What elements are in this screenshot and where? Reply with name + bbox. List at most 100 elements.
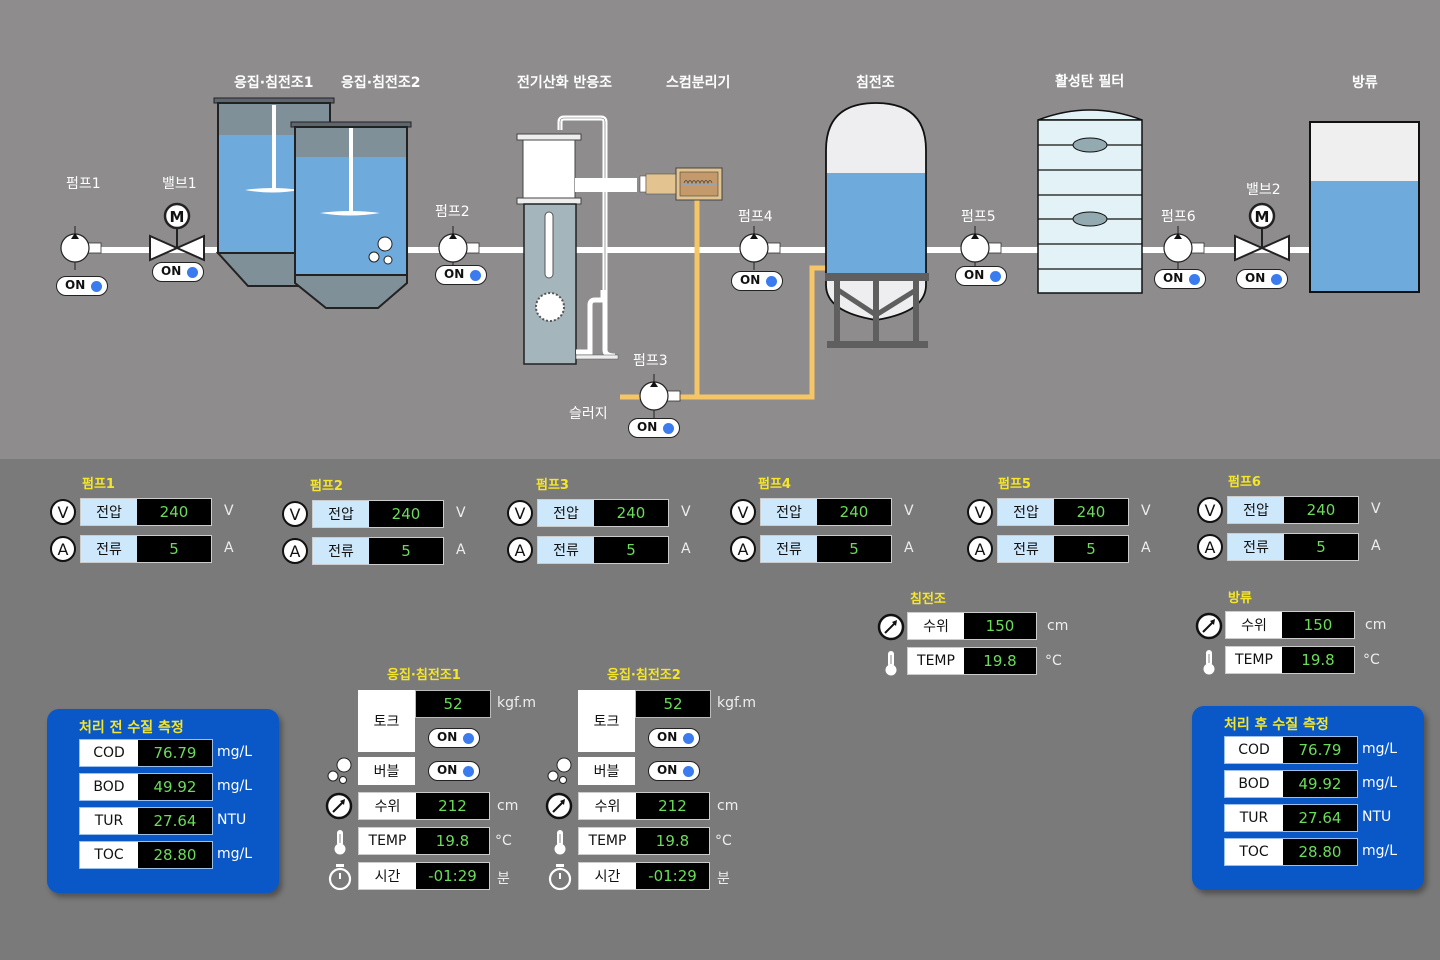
toggle-indicator-dot xyxy=(463,733,474,744)
voltage-label: 전압 xyxy=(538,500,594,526)
level-label: 수위 xyxy=(359,793,416,819)
voltage-unit: V xyxy=(456,505,466,521)
current-label: 전류 xyxy=(761,536,817,562)
toggle-state-label: ON xyxy=(444,267,465,281)
pump-4-icon[interactable] xyxy=(739,226,781,270)
temp-value: 19.8 xyxy=(1282,647,1354,673)
current-unit: A xyxy=(456,542,466,558)
quality-value: 28.80 xyxy=(138,842,212,868)
label-skimmer: 스컴분리기 xyxy=(666,75,731,91)
torque-value: 52 xyxy=(416,691,490,717)
toggle-state-label: ON xyxy=(657,763,678,777)
quality-value: 28.80 xyxy=(1283,839,1357,865)
motor-valve-2-icon[interactable]: M xyxy=(1234,202,1290,262)
level-panel-title: 방류 xyxy=(1228,591,1252,606)
ammeter-icon: A xyxy=(50,536,76,562)
pump-2-toggle[interactable]: ON xyxy=(435,265,487,285)
mixer-toggle[interactable]: ON xyxy=(648,728,700,748)
quality-value: 49.92 xyxy=(138,774,212,800)
time-unit: 분 xyxy=(497,871,510,887)
level-label: 수위 xyxy=(1226,612,1282,638)
toggle-state-label: ON xyxy=(1245,271,1266,285)
toggle-indicator-dot xyxy=(1189,274,1200,285)
pump-6-toggle[interactable]: ON xyxy=(1154,269,1206,289)
voltage-label: 전압 xyxy=(761,499,817,525)
quality-unit: mg/L xyxy=(217,744,253,760)
toggle-indicator-dot xyxy=(766,276,777,287)
mixer-toggle[interactable]: ON xyxy=(428,728,480,748)
voltage-value: 240 xyxy=(1054,499,1128,525)
quality-unit: mg/L xyxy=(217,778,253,794)
pump-6-icon[interactable] xyxy=(1163,226,1205,270)
voltage-label: 전압 xyxy=(1228,497,1284,523)
pump-1-icon[interactable] xyxy=(60,226,102,270)
thermometer-icon xyxy=(1202,649,1216,679)
temp-unit: °C xyxy=(715,833,732,849)
level-value: 150 xyxy=(964,613,1036,639)
current-value: 5 xyxy=(1054,536,1128,562)
voltmeter-icon: V xyxy=(730,499,756,525)
motor-valve-1-icon[interactable]: M xyxy=(149,202,205,262)
bubble-toggle[interactable]: ON xyxy=(648,761,700,781)
voltage-value: 240 xyxy=(369,501,443,527)
toggle-state-label: ON xyxy=(657,730,678,744)
voltage-value: 240 xyxy=(817,499,891,525)
pump-3-toggle[interactable]: ON xyxy=(628,418,680,438)
current-unit: A xyxy=(904,540,914,556)
pump-panel-title: 펌프5 xyxy=(998,477,1031,492)
level-gauge-icon xyxy=(545,792,573,824)
process-diagram-svg: M M xyxy=(60,97,1420,418)
quality-unit: mg/L xyxy=(1362,843,1398,859)
temp-label: TEMP xyxy=(908,648,964,674)
pump-panel-title: 펌프3 xyxy=(536,478,569,493)
valve-1-toggle[interactable]: ON xyxy=(152,262,204,282)
voltmeter-icon: V xyxy=(507,500,533,526)
label-coag-tank-1: 응집·침전조1 xyxy=(234,75,314,91)
temp-unit: °C xyxy=(495,833,512,849)
pump-5-toggle[interactable]: ON xyxy=(955,266,1007,286)
valve-2-toggle[interactable]: ON xyxy=(1236,269,1288,289)
toggle-state-label: ON xyxy=(637,420,658,434)
toggle-indicator-dot xyxy=(683,766,694,777)
toggle-indicator-dot xyxy=(1271,274,1282,285)
level-gauge-icon xyxy=(1195,612,1223,644)
bubble-toggle[interactable]: ON xyxy=(428,761,480,781)
bubble-icon xyxy=(326,756,354,790)
pump-4-toggle[interactable]: ON xyxy=(731,271,783,291)
pump-3-icon[interactable] xyxy=(639,374,681,418)
label-pump-1: 펌프1 xyxy=(66,176,101,192)
quality-key: TOC xyxy=(1225,839,1283,865)
label-filter: 활성탄 필터 xyxy=(1055,74,1125,90)
quality-value: 76.79 xyxy=(1283,737,1357,763)
level-label: 수위 xyxy=(908,613,964,639)
pump-1-toggle[interactable]: ON xyxy=(56,276,108,296)
coag-tank-2 xyxy=(290,121,412,309)
label-pump-5: 펌프5 xyxy=(961,209,996,225)
label-pump-4: 펌프4 xyxy=(738,209,773,225)
voltage-unit: V xyxy=(1371,501,1381,517)
voltage-label: 전압 xyxy=(998,499,1054,525)
pump-5-icon[interactable] xyxy=(960,226,1002,270)
label-reactor: 전기산화 반응조 xyxy=(517,75,613,91)
label-valve-2: 밸브2 xyxy=(1246,182,1281,198)
temp-value: 19.8 xyxy=(636,828,709,854)
bubble-icon xyxy=(546,756,574,790)
current-unit: A xyxy=(1141,540,1151,556)
time-label: 시간 xyxy=(359,863,416,889)
torque-label: 토크 xyxy=(578,690,635,752)
torque-value: 52 xyxy=(636,691,710,717)
pump-panel-title: 펌프6 xyxy=(1228,475,1261,490)
current-value: 5 xyxy=(1284,534,1358,560)
pump-2-icon[interactable] xyxy=(438,226,480,270)
thermometer-icon xyxy=(553,829,567,859)
